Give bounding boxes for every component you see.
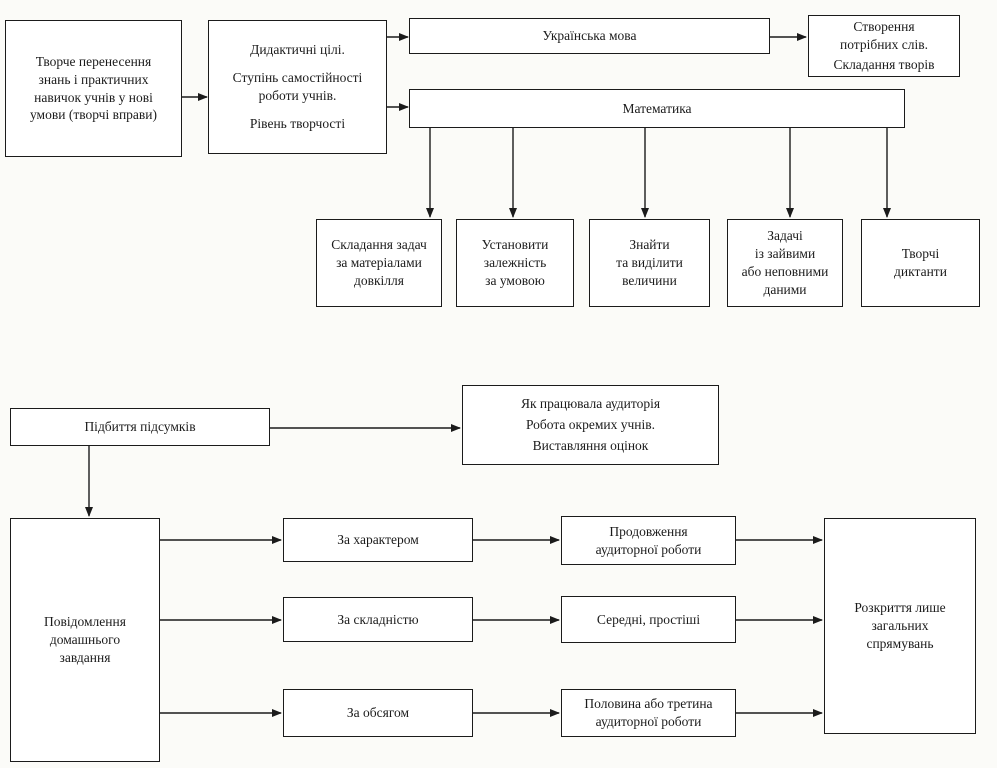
result-half-or-third-box: Половина або третина аудиторної роботи: [561, 689, 736, 737]
general-directions-box: Розкриття лише загальних спрямувань: [824, 518, 976, 734]
criterion-label: За складністю: [337, 611, 419, 627]
result-label: Половина або третина аудиторної роботи: [584, 696, 713, 729]
math-item-incomplete-data: Задачі із зайвими або неповними даними: [727, 219, 843, 307]
ukrainian-language-box: Українська мова: [409, 18, 770, 54]
independence-level-line: Ступінь самостійності роботи учнів.: [232, 70, 363, 103]
math-item-local-problems: Складання задач за матеріалами довкілля: [316, 219, 442, 307]
result-label: Середні, простіші: [596, 611, 701, 627]
result-medium-simpler-box: Середні, простіші: [561, 596, 736, 643]
math-item-dependency: Установити залежність за умовою: [456, 219, 574, 307]
ukrainian-language-label: Українська мова: [542, 28, 637, 44]
criterion-complexity-box: За складністю: [283, 597, 473, 642]
criterion-volume-box: За обсягом: [283, 689, 473, 737]
grading-line: Виставляння оцінок: [532, 437, 649, 453]
criterion-label: За характером: [337, 532, 419, 548]
result-label: Продовження аудиторної роботи: [595, 523, 702, 557]
create-words-line: Створення потрібних слів.: [839, 18, 929, 52]
math-item-quantities: Знайти та виділити величини: [589, 219, 710, 307]
homework-box: Повідомлення домашнього завдання: [10, 518, 160, 762]
homework-label: Повідомлення домашнього завдання: [44, 614, 126, 665]
criterion-character-box: За характером: [283, 518, 473, 562]
creative-transfer-text: Творче перенесення знань і практичних на…: [29, 53, 158, 123]
summary-label: Підбиття підсумків: [84, 419, 196, 435]
mathematics-label: Математика: [622, 100, 692, 116]
creativity-level-line: Рівень творчості: [249, 115, 346, 131]
summary-box: Підбиття підсумків: [10, 408, 270, 446]
math-item-creative-dictations: Творчі диктанти: [861, 219, 980, 307]
criterion-label: За обсягом: [346, 705, 410, 721]
audience-work-line: Як працювала аудиторія: [520, 396, 661, 412]
math-item-label: Задачі із зайвими або неповними даними: [741, 228, 829, 297]
general-directions-label: Розкриття лише загальних спрямувань: [854, 600, 946, 651]
compose-essays-line: Складання творів: [833, 57, 935, 73]
summary-details-box: Як працювала аудиторія Робота окремих уч…: [462, 385, 719, 465]
math-item-label: Установити залежність за умовою: [481, 237, 549, 288]
result-continuation-box: Продовження аудиторної роботи: [561, 516, 736, 565]
math-item-label: Творчі диктанти: [894, 246, 947, 279]
individual-students-line: Робота окремих учнів.: [525, 417, 655, 433]
ukrainian-result-box: Створення потрібних слів. Складання твор…: [808, 15, 960, 77]
mathematics-box: Математика: [409, 89, 905, 128]
creative-transfer-box: Творче перенесення знань і практичних на…: [5, 20, 182, 157]
didactic-goals-box: Дидактичні цілі. Ступінь самостійності р…: [208, 20, 387, 154]
didactic-goals-line: Дидактичні цілі.: [250, 42, 345, 58]
math-item-label: Знайти та виділити величини: [616, 237, 683, 288]
math-item-label: Складання задач за матеріалами довкілля: [331, 237, 427, 288]
